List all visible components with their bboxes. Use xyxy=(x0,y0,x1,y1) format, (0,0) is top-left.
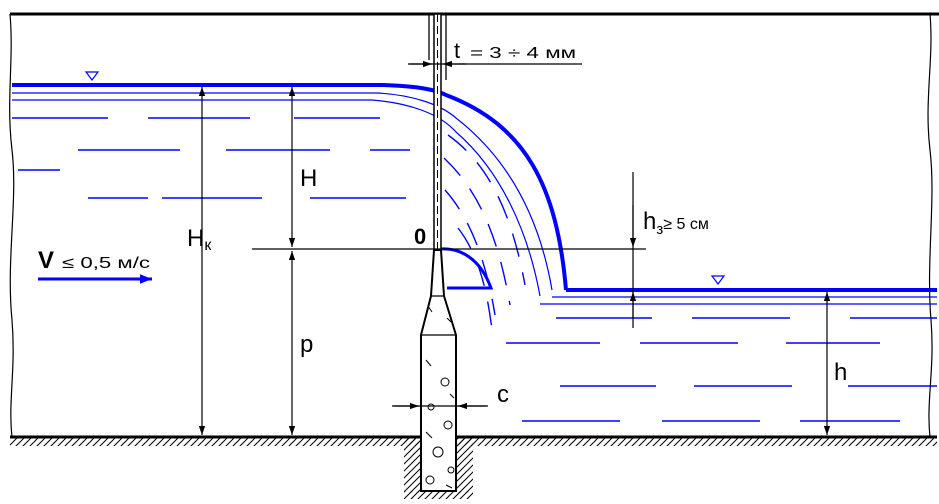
channel-bed-hatch xyxy=(10,437,937,446)
nappe-upper-surface xyxy=(382,83,568,291)
concrete-texture xyxy=(425,305,455,489)
foundation-pit-bottom xyxy=(404,491,473,499)
weir-foundation xyxy=(420,249,457,492)
weir-foundation-taper xyxy=(421,295,456,336)
downstream-dashes xyxy=(506,317,937,422)
label-t-value: = 3 ÷ 4 мм xyxy=(470,45,576,62)
foundation-pit-right xyxy=(456,437,473,493)
downstream-water xyxy=(506,275,937,422)
label-H: H xyxy=(300,165,317,192)
label-t: t xyxy=(454,38,460,63)
water-level-marker-downstream xyxy=(710,275,726,285)
nappe-streamline xyxy=(377,92,553,291)
label-c: c xyxy=(497,381,509,408)
channel xyxy=(9,12,939,446)
channel-right-break xyxy=(927,13,933,438)
label-Hk: Hк xyxy=(187,225,212,254)
label-origin: 0 xyxy=(414,224,426,249)
label-p: p xyxy=(300,331,313,358)
channel-left-break xyxy=(9,13,15,438)
dimensions xyxy=(198,60,831,435)
upstream-dashes xyxy=(12,117,410,199)
label-V: V xyxy=(38,247,54,274)
nappe xyxy=(371,83,568,331)
labels: t = 3 ÷ 4 мм H Hк 0 p V ≤ 0,5 м/с h hз≥ … xyxy=(38,38,847,408)
label-V-condition: ≤ 0,5 м/с xyxy=(62,255,150,272)
foundation-pit-left xyxy=(404,437,421,493)
nappe-dashes xyxy=(443,134,526,331)
label-hz: hз≥ 5 см xyxy=(643,208,709,238)
water-level-marker-upstream xyxy=(84,71,100,81)
nappe-streamline xyxy=(371,99,541,297)
label-h: h xyxy=(834,359,847,386)
weir xyxy=(404,13,473,499)
upstream-water xyxy=(12,71,410,284)
